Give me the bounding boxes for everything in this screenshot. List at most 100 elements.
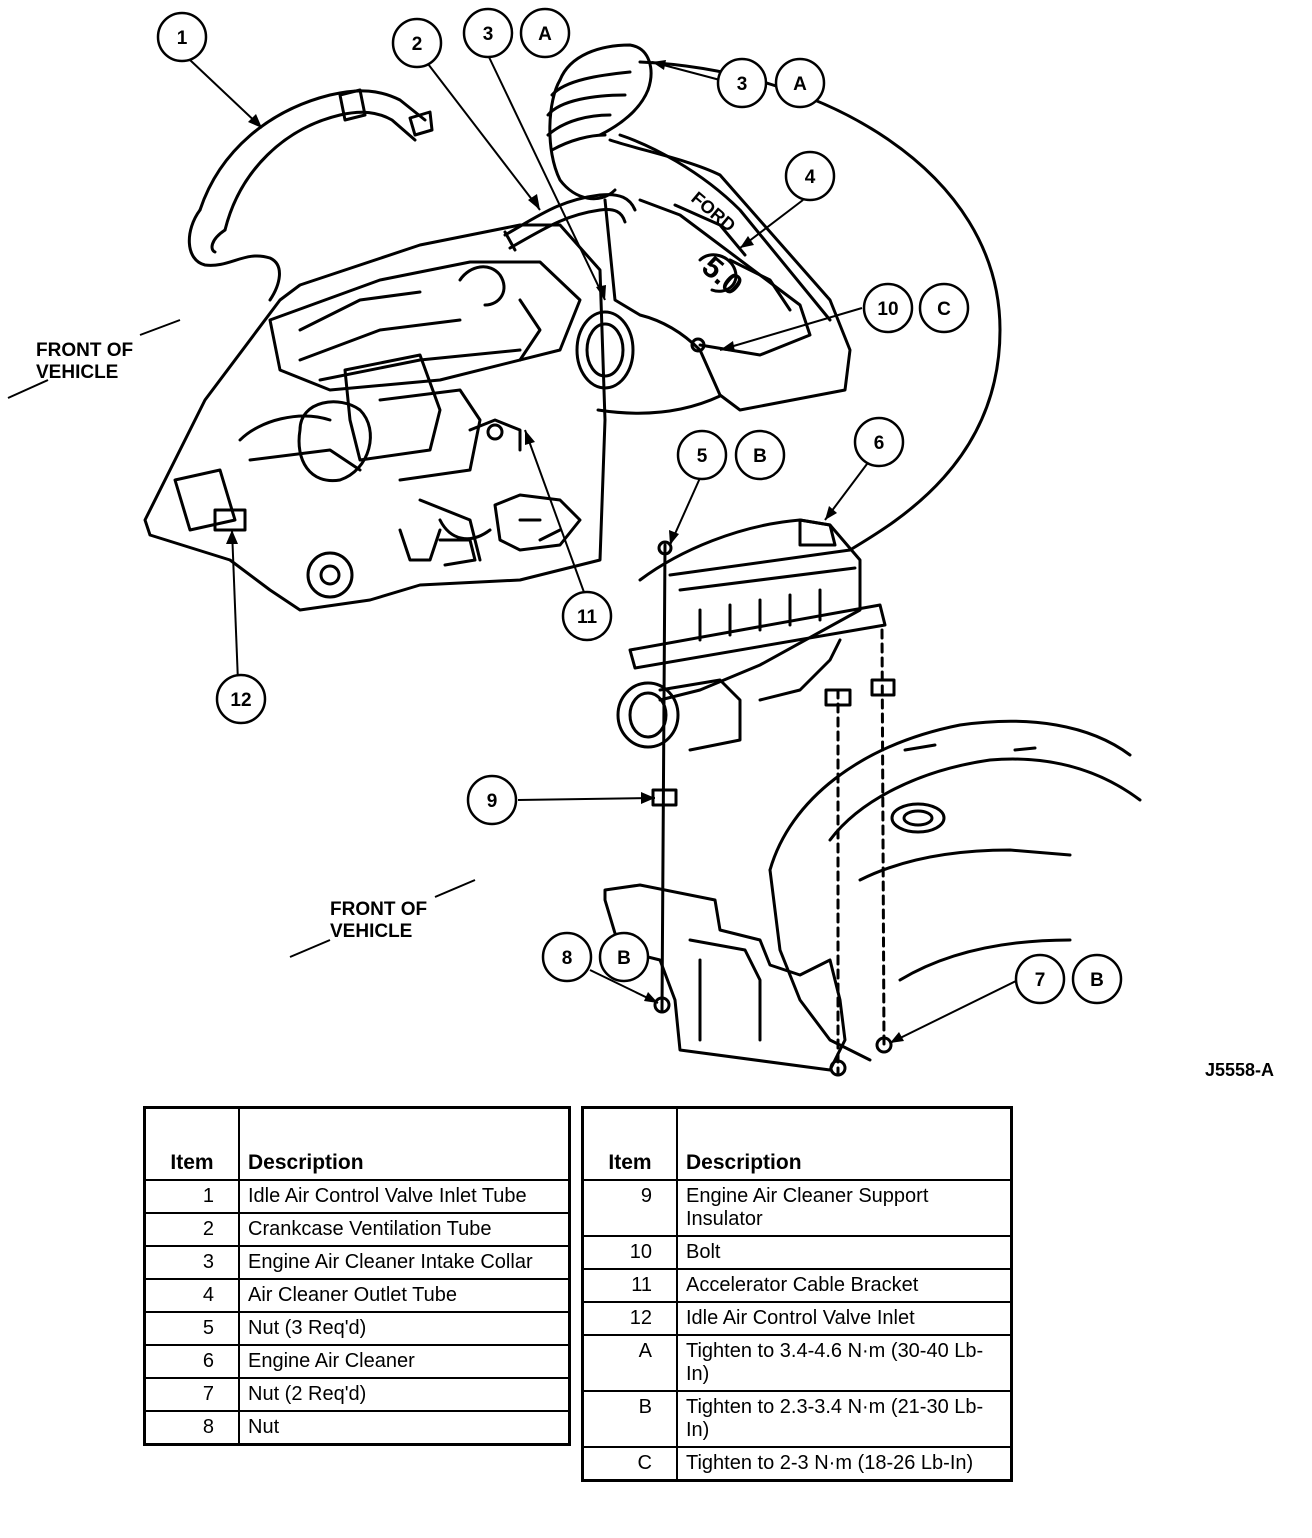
callout-5: [676, 429, 728, 481]
idle-air-control-valve-inlet-tube: [187, 88, 434, 302]
legend-item: 3: [143, 1245, 240, 1280]
front-of-vehicle-label: FRONT OF: [330, 899, 427, 920]
legend-description: Engine Air Cleaner Support Insulator: [676, 1179, 1013, 1237]
legend-description: Crankcase Ventilation Tube: [238, 1212, 571, 1247]
air-cleaner-support-bracket: [603, 883, 847, 1072]
legend-header-item: Item: [143, 1106, 240, 1181]
callout-label: 9: [487, 791, 498, 812]
legend-description: Nut: [238, 1410, 571, 1446]
brand-marking: FORD: [687, 188, 739, 236]
front-of-vehicle-label: VEHICLE: [330, 921, 412, 942]
legend-header-description: Description: [676, 1106, 1013, 1181]
legend-description: Idle Air Control Valve Inlet Tube: [238, 1179, 571, 1214]
callout-12: [215, 673, 267, 725]
callout-3-right: [716, 57, 768, 109]
legend-header-row: Item Description: [143, 1106, 571, 1181]
legend-item: 1: [143, 1179, 240, 1214]
callout-label: 3: [737, 74, 748, 95]
front-of-vehicle-arrow-upper: [7, 319, 181, 399]
legend-item: 8: [143, 1410, 240, 1446]
air-cleaner-outlet-tube: [546, 43, 852, 412]
legend-item: 12: [581, 1301, 678, 1336]
legend-item: 4: [143, 1278, 240, 1313]
legend-item: 5: [143, 1311, 240, 1346]
callout-label: B: [617, 948, 631, 969]
legend-item: A: [581, 1334, 678, 1392]
exploded-view-diagram: 1 2 3 A 3 A 4 10 C 5 B 6 11 12 9 8 B 7 B…: [7, 7, 1142, 1077]
callout-b-left: [598, 931, 650, 983]
callout-labels: 1 2 3 A 3 A 4 10 C 5 B 6 11 12 9 8 B 7 B: [177, 24, 1104, 991]
legend-description: Tighten to 2.3-3.4 N·m (21-30 Lb-In): [676, 1390, 1013, 1448]
callout-label: 4: [805, 167, 816, 188]
callout-label: 11: [577, 607, 598, 628]
callout-2: [391, 17, 443, 69]
fender-apron: [768, 719, 1142, 1062]
callout-6: [853, 416, 905, 468]
legend-description: Nut (2 Req'd): [238, 1377, 571, 1412]
legend-item: 11: [581, 1268, 678, 1303]
front-of-vehicle-arrow-lower: [289, 879, 476, 958]
callout-label: 3: [483, 24, 494, 45]
legend-description: Engine Air Cleaner Intake Collar: [238, 1245, 571, 1280]
leader-arrowheads: [226, 60, 904, 1043]
callout-label: 12: [230, 690, 251, 711]
front-of-vehicle-label: FRONT OF: [36, 340, 133, 361]
engine-assembly: [143, 223, 607, 612]
callout-7: [1014, 953, 1066, 1005]
legend-item: 9: [581, 1179, 678, 1237]
callout-a-right: [774, 57, 826, 109]
callout-3-left: [462, 7, 514, 59]
callout-label: 7: [1035, 970, 1046, 991]
callout-label: 5: [697, 446, 708, 467]
mounting-studs: [651, 337, 896, 1077]
legend-header-row: Item Description: [581, 1106, 1013, 1181]
callout-4: [784, 150, 836, 202]
legend-item: 2: [143, 1212, 240, 1247]
legend-description: Accelerator Cable Bracket: [676, 1268, 1013, 1303]
callout-b-upper: [734, 429, 786, 481]
callout-11: [561, 590, 613, 642]
callout-label: C: [937, 299, 951, 320]
callout-label: 6: [874, 433, 885, 454]
legend-description: Engine Air Cleaner: [238, 1344, 571, 1379]
callout-c: [918, 282, 970, 334]
callouts: [156, 7, 1123, 1005]
callout-label: A: [793, 74, 807, 95]
legend-item: B: [581, 1390, 678, 1448]
callout-label: A: [538, 24, 552, 45]
legend-description: Bolt: [676, 1235, 1013, 1270]
legend-header-description: Description: [238, 1106, 571, 1181]
legend-description: Tighten to 3.4-4.6 N·m (30-40 Lb-In): [676, 1334, 1013, 1392]
callout-label: 8: [562, 948, 573, 969]
direction-labels: FRONT OF VEHICLE FRONT OF VEHICLE: [36, 340, 427, 942]
legend-header-item: Item: [581, 1106, 678, 1181]
legend-item: C: [581, 1446, 678, 1482]
crankcase-ventilation-tube: [503, 193, 637, 252]
legend-item: 10: [581, 1235, 678, 1270]
callout-a-left: [519, 7, 571, 59]
callout-label: B: [753, 446, 767, 467]
callout-b-right: [1071, 953, 1123, 1005]
legend-item: 6: [143, 1344, 240, 1379]
callout-label: B: [1090, 970, 1104, 991]
callout-label: 2: [412, 34, 423, 55]
legend-description: Idle Air Control Valve Inlet: [676, 1301, 1013, 1336]
callout-8: [541, 931, 593, 983]
figure-id: J5558-A: [1205, 1060, 1275, 1080]
callout-1: [156, 11, 208, 63]
